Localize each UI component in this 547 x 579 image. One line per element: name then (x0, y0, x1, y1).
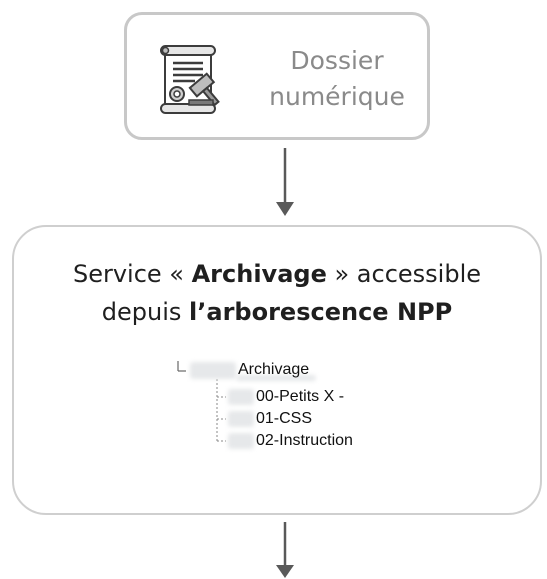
service-headline: Service « Archivage » accessible depuis … (14, 255, 540, 331)
legal-document-gavel-icon (160, 45, 220, 114)
headline-text: depuis (101, 298, 190, 326)
headline-line-2: depuis l’arborescence NPP (14, 293, 540, 331)
tree-connector-lines (177, 361, 226, 443)
redacted-root-prefix (190, 362, 236, 379)
title-line-2: numérique (269, 82, 405, 111)
headline-arborescence-npp: l’arborescence NPP (189, 298, 453, 326)
headline-archivage: Archivage (191, 260, 327, 288)
redacted-item-icon (228, 389, 254, 405)
arrow-down-connector (276, 522, 294, 578)
archivage-service-box: Service « Archivage » accessible depuis … (12, 225, 542, 515)
redacted-root-suffix (236, 375, 316, 381)
redacted-item-icon (228, 433, 254, 449)
redacted-item-icon (228, 411, 254, 427)
tree-item-label: 02-Instruction (256, 432, 353, 449)
tree-root-label: Archivage (238, 361, 310, 378)
headline-text: » accessible (326, 260, 482, 288)
headline-text: Service « (72, 260, 192, 288)
dossier-numerique-box: Dossier numérique (124, 12, 430, 140)
tree-item-label: 00-Petits X - (256, 388, 345, 405)
tree-item-label: 01-CSS (256, 410, 313, 427)
dossier-numerique-title: Dossier numérique (252, 43, 422, 115)
folder-tree: Archivage 00-Petits X - 01-CSS 02-Instru… (174, 361, 404, 461)
headline-line-1: Service « Archivage » accessible (14, 255, 540, 293)
title-line-1: Dossier (290, 46, 384, 75)
arrow-down-connector (276, 148, 294, 216)
